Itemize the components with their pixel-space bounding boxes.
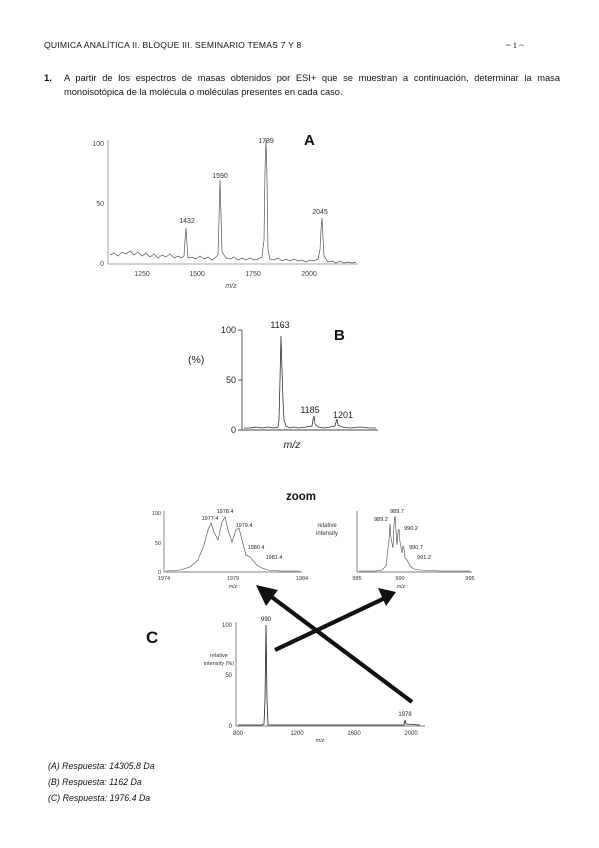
spectrum-c-ylabel: intensity (%) [204, 661, 234, 667]
spectrum-a: 100 50 0 1250 1500 1750 2000 m/z 1432 15… [92, 132, 358, 290]
spectrum-c: 100 50 0 relative intensity (%) 800 1200… [146, 617, 425, 744]
spectrum-a-trace [109, 139, 357, 264]
spectrum-a-peak-label: 2045 [312, 209, 328, 216]
arrow-to-left-zoom [263, 590, 414, 704]
spectrum-b-ytick: 100 [221, 325, 236, 335]
zoom-right-peak-label: 989.2 [374, 517, 388, 523]
label-a: A [304, 132, 315, 149]
spectrum-a-peak-label: 1432 [179, 218, 195, 225]
zoom-left-ytick: 100 [152, 511, 161, 517]
spectrum-c-trace [238, 624, 421, 726]
zoom-right-spectrum: relative intensity 985 990 995 m/z 989.2… [316, 509, 475, 590]
spectrum-a-xtick: 1750 [245, 271, 261, 278]
spectrum-b-ylabel: (%) [188, 354, 204, 366]
zoom-right-xlabel: m/z [397, 584, 406, 590]
spectrum-c-xtick: 1600 [347, 731, 361, 737]
zoom-left-peak-label: 1977.4 [202, 516, 219, 522]
spectrum-a-ytick: 0 [100, 261, 104, 268]
label-b: B [334, 327, 345, 344]
zoom-right-xtick: 990 [395, 576, 404, 582]
answer-b: (B) Respuesta: 1162 Da [48, 777, 142, 787]
spectrum-b: 100 50 0 (%) m/z 1163 1185 1201 B [188, 320, 378, 451]
spectrum-b-peak-label: 1185 [300, 405, 319, 415]
zoom-right-peak-label: 990.7 [409, 545, 423, 551]
zoom-left-xtick: 1984 [296, 576, 308, 582]
spectrum-a-ytick: 50 [96, 201, 104, 208]
zoom-left-xtick: 1974 [158, 576, 170, 582]
header-title: QUIMICA ANALÍTICA II. BLOQUE III. SEMINA… [44, 40, 302, 50]
spectrum-a-xtick: 2000 [301, 271, 317, 278]
spectrum-a-xlabel: m/z [225, 283, 237, 290]
spectrum-c-ytick: 50 [225, 673, 232, 679]
label-zoom: zoom [286, 491, 316, 503]
spectrum-b-peak-label: 1201 [333, 410, 353, 420]
label-c: C [146, 628, 158, 647]
zoom-right-peak-label: 990.2 [404, 526, 418, 532]
zoom-left-peak-label: 1981.4 [266, 555, 283, 561]
spectrum-a-peak-label: 1590 [212, 173, 228, 180]
zoom-left-peak-label: 1978.4 [217, 509, 234, 515]
page-number: ~ 1 ~ [506, 40, 524, 50]
spectrum-b-ytick: 50 [226, 375, 236, 385]
spectrum-b-ytick: 0 [231, 425, 236, 435]
zoom-right-ylabel: relative [317, 523, 337, 529]
spectrum-c-ytick: 100 [222, 623, 233, 629]
spectrum-b-trace [244, 335, 376, 429]
zoom-left-peak-label: 1979.4 [236, 523, 253, 529]
question-text: A partir de los espectros de masas obten… [64, 73, 560, 97]
arrow-to-right-zoom [274, 596, 386, 652]
spectrum-c-xtick: 2000 [404, 731, 418, 737]
spectrum-c-xtick: 800 [233, 731, 244, 737]
zoom-left-xtick: 1979 [227, 576, 239, 582]
arrow-head-right [378, 588, 396, 606]
zoom-left-ytick: 50 [155, 541, 161, 547]
spectrum-c-xlabel: m/z [316, 738, 325, 744]
spectrum-a-xtick: 1250 [134, 271, 150, 278]
spectrum-c-peak-label: 1978 [398, 712, 412, 718]
zoom-right-xtick: 995 [465, 576, 474, 582]
spectrum-a-xtick: 1500 [189, 271, 205, 278]
spectrum-b-xlabel: m/z [284, 439, 302, 451]
spectrum-c-xtick: 1200 [290, 731, 304, 737]
zoom-right-peak-label: 991.2 [417, 555, 431, 561]
zoom-left-xlabel: m/z [229, 584, 238, 590]
zoom-right-trace [359, 515, 470, 572]
spectrum-c-ylabel: relative [210, 653, 228, 659]
zoom-right-xtick: 985 [352, 576, 361, 582]
zoom-left-ytick: 0 [158, 570, 161, 576]
zoom-left-spectrum: 100 50 0 1974 1979 1984 m/z 1977.4 1978.… [152, 509, 308, 590]
answer-a: (A) Respuesta: 14305.8 Da [48, 761, 155, 771]
spectrum-a-peak-label: 1789 [258, 138, 274, 145]
spectrum-b-peak-label: 1163 [270, 320, 289, 330]
spectrum-c-ytick: 0 [229, 724, 233, 730]
zoom-right-ylabel: intensity [316, 531, 338, 537]
spectrum-c-peak-label: 990 [261, 617, 272, 623]
spectrum-a-ytick: 100 [92, 141, 104, 148]
zoom-left-trace [165, 516, 300, 572]
arrow-head-left [256, 585, 278, 606]
zoom-right-peak-label: 989.7 [390, 509, 404, 515]
zoom-left-peak-label: 1980.4 [248, 545, 265, 551]
zoom-arrows [256, 585, 414, 704]
question-number: 1. [44, 73, 52, 84]
answer-c: (C) Respuesta: 1976.4 Da [48, 793, 151, 803]
